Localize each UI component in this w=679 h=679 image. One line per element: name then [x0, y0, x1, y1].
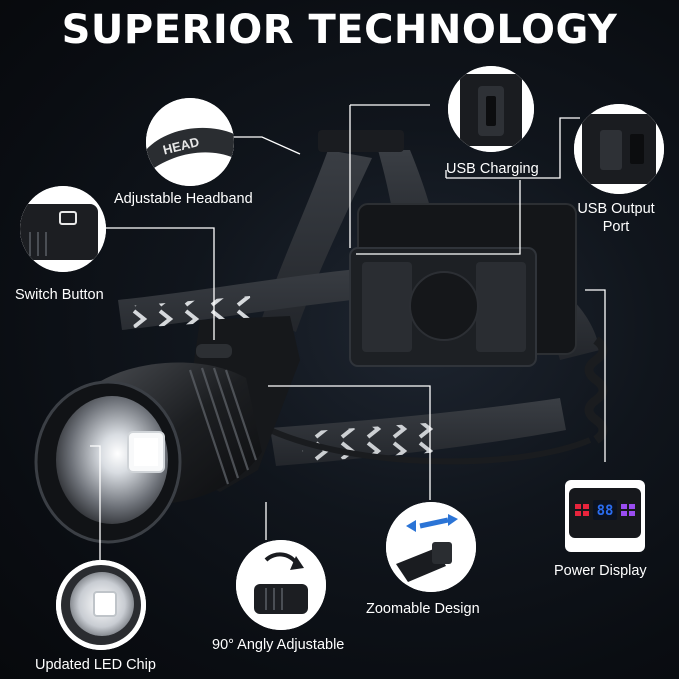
- headline: SUPERIOR TECHNOLOGY: [61, 7, 618, 53]
- zoom-callout: [386, 502, 476, 592]
- usb-output-icon: [574, 104, 664, 194]
- angle-callout: [236, 540, 326, 630]
- label-zoomable-design: Zoomable Design: [366, 601, 480, 617]
- label-updated-led-chip: Updated LED Chip: [35, 657, 156, 673]
- switch-button-callout: [20, 186, 106, 272]
- label-switch-button: Switch Button: [15, 287, 104, 303]
- label-usb-charging: USB Charging: [446, 161, 539, 177]
- headband-callout: HEAD: [146, 98, 234, 186]
- label-usb-output-line1: USB Output: [577, 201, 655, 217]
- label-adjustable-headband: Adjustable Headband: [114, 191, 253, 207]
- display-digits: 88: [597, 503, 614, 519]
- usb-charging-callout: [448, 66, 534, 152]
- label-angle-adjustable: 90° Angly Adjustable: [212, 637, 345, 653]
- led-chip-callout: [56, 560, 146, 650]
- rotate-arrow-icon: [236, 540, 326, 630]
- usb-port-icon: [448, 66, 534, 152]
- label-power-display: Power Display: [554, 563, 647, 579]
- switch-button-icon: [20, 186, 106, 272]
- led-chip-icon: [56, 560, 146, 650]
- label-usb-output-line2: Port: [602, 219, 630, 235]
- power-display-callout: 88: [565, 480, 645, 552]
- battery-display-icon: 88: [569, 488, 641, 538]
- usb-output-callout: [574, 104, 664, 194]
- zoom-arrows-icon: [386, 502, 476, 592]
- headband-closeup-icon: HEAD: [146, 98, 234, 186]
- label-usb-output: USB Output Port: [566, 200, 666, 236]
